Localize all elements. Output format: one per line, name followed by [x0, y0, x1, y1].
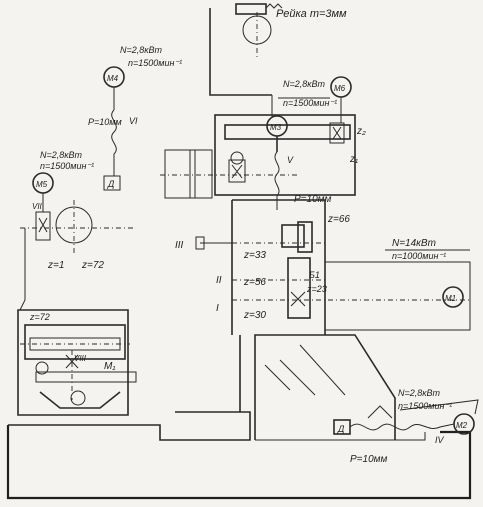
z72-gear-label: z=72 — [81, 260, 104, 271]
m3-label: M3 — [270, 123, 282, 132]
shaft-v: V — [287, 155, 294, 165]
m6-speed: n=1500мин⁻¹ — [283, 98, 337, 108]
motor-m2 — [333, 399, 479, 435]
m2-speed: n=1500мин⁻¹ — [398, 401, 452, 411]
p-m2: P=10мм — [350, 454, 387, 465]
m1-speed: n=1000мин⁻¹ — [392, 251, 446, 261]
m1-power: N=14кВт — [392, 238, 436, 249]
shaft-vii: VII — [32, 202, 43, 211]
m5-label: M5 — [36, 180, 48, 189]
z72-table-label: z=72 — [29, 312, 50, 322]
z33-label: z=33 — [243, 250, 266, 261]
table-unit — [17, 309, 137, 416]
z30-label: z=30 — [243, 310, 266, 321]
shaft-iv: IV — [435, 435, 445, 445]
motor-m6 — [278, 76, 352, 123]
z1-left-label: z=1 — [47, 260, 64, 271]
m4-label: M4 — [107, 74, 119, 83]
m4-speed: n=1500мин⁻¹ — [128, 58, 182, 68]
shaft-viii: VIII — [74, 354, 87, 363]
z66-label: z=66 — [327, 214, 350, 225]
z1-right-label: z₁ — [349, 154, 358, 165]
shaft-iii: III — [175, 240, 184, 251]
m5-power: N=2,8кВт — [40, 150, 83, 160]
shaft-i: I — [216, 303, 219, 314]
rack-label: Рейка m=3мм — [276, 8, 347, 20]
d-right-label: Д — [337, 424, 345, 434]
m2-power: N=2,8кВт — [398, 388, 441, 398]
m6-power: N=2,8кВт — [283, 79, 326, 89]
d-left-label: Д — [107, 179, 115, 189]
m5-speed: n=1500мин⁻¹ — [40, 161, 94, 171]
spindle-head — [160, 114, 356, 199]
m6-label: M6 — [334, 84, 346, 93]
gearbox — [195, 221, 470, 319]
z2-label: z₂ — [356, 126, 366, 137]
b1-label: Б1 — [309, 270, 320, 280]
shaft-vi: VI — [129, 116, 138, 126]
rack-mechanism — [209, 3, 283, 118]
p-m4: P=10мм — [88, 117, 122, 127]
motor-m5 — [19, 172, 135, 311]
motor-m1-icon — [442, 286, 464, 308]
machine-bed — [6, 411, 472, 500]
motor-m3 — [266, 115, 288, 210]
m1-label: M1 — [445, 294, 456, 303]
machine-column — [231, 199, 471, 440]
z56-label: z=56 — [243, 277, 266, 288]
p-m3: P=10мм — [294, 194, 331, 205]
motor-m4 — [103, 66, 125, 191]
z23-label: z=23 — [306, 284, 327, 294]
shaft-ii: II — [216, 275, 222, 286]
m2-label: M2 — [456, 421, 468, 430]
motor-m1 — [385, 249, 470, 308]
m1-table-label: M₁ — [104, 361, 115, 372]
m4-power: N=2,8кВт — [120, 45, 163, 55]
